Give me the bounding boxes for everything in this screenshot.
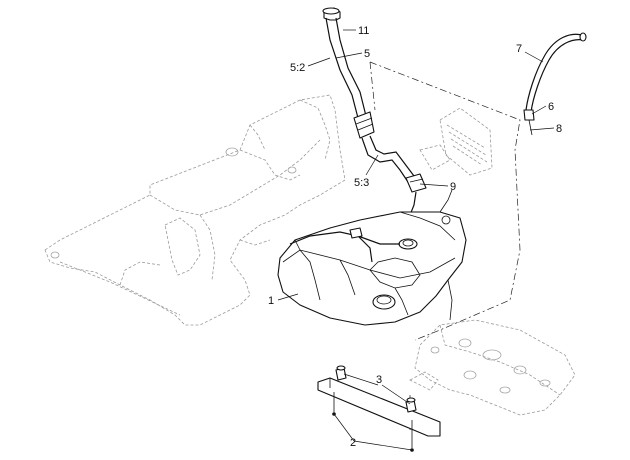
callout-5-3: 5:3 (354, 177, 369, 189)
callout-5-2: 5:2 (290, 62, 305, 74)
vent-grille-phantom (419, 107, 493, 176)
callouts: 11 5 5:2 5:3 7 6 8 9 1 3 2 (268, 25, 562, 449)
tank-straps (317, 365, 441, 437)
callout-11: 11 (358, 25, 369, 37)
callout-5: 5 (364, 48, 370, 60)
callout-2: 2 (350, 437, 356, 449)
callout-6: 6 (548, 101, 554, 113)
filler-neck-hose (322, 7, 415, 183)
mounting-bolts (332, 392, 414, 452)
callout-3: 3 (376, 374, 382, 386)
leader-lines (277, 29, 555, 451)
callout-7: 7 (516, 43, 522, 55)
callout-1: 1 (268, 295, 274, 307)
mounting-plate-phantom (409, 319, 576, 416)
fuel-tank (277, 189, 467, 326)
callout-8: 8 (556, 123, 562, 135)
chassis-frame-phantom (44, 94, 346, 326)
callout-9: 9 (450, 181, 456, 193)
vent-hose (523, 32, 587, 136)
